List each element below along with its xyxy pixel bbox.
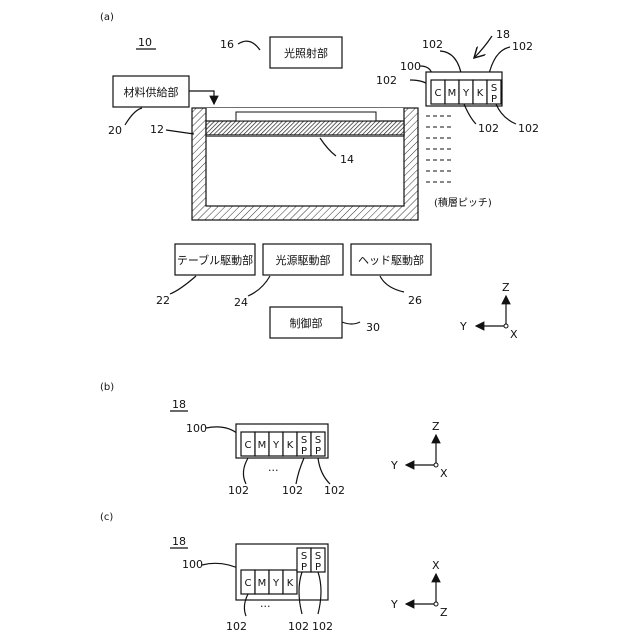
head-b-leader-2 xyxy=(296,458,304,484)
head-c-cell-s1: S xyxy=(301,551,307,562)
axes-a: Z Y X xyxy=(459,281,518,341)
head-c-ref: 18 xyxy=(172,535,186,548)
head-c-body-ref: 100 xyxy=(182,558,203,571)
head-c-cell-y: Y xyxy=(272,578,280,589)
panel-b: (b) 18 100 C M Y K S P S P 102 ··· 102 1… xyxy=(100,382,448,497)
head-c-cell-c: C xyxy=(245,578,252,589)
head-a-cell-y: Y xyxy=(462,88,470,99)
head-c-cell-s2: S xyxy=(315,551,321,562)
head-c-cell-p2: P xyxy=(315,562,321,573)
light-drive-ref: 24 xyxy=(234,296,248,309)
head-drive-leader xyxy=(380,276,404,292)
tank-ref: 12 xyxy=(150,123,164,136)
light-unit-label: 光照射部 xyxy=(284,46,328,60)
head-a-cells: C M Y K S P xyxy=(431,80,501,105)
panel-c: (c) 18 100 C M Y K S P S P 102 ··· 102 1… xyxy=(100,512,448,633)
head-a-nozzle-ref-1: 102 xyxy=(422,38,443,51)
panel-c-label: (c) xyxy=(100,512,113,523)
light-unit-leader xyxy=(238,41,260,50)
head-a-nozzle-ref-4: 102 xyxy=(478,122,499,135)
head-b-nozzle-ref-3: 102 xyxy=(324,484,345,497)
control-label: 制御部 xyxy=(290,316,323,330)
head-a-bottom-leader-1 xyxy=(464,104,476,124)
panel-a: (a) 10 16 光照射部 材料供給部 20 12 14 xyxy=(100,12,539,341)
head-drive-ref: 26 xyxy=(408,294,422,307)
table-drive-label: テーブル駆動部 xyxy=(177,253,253,267)
layer-ref: 14 xyxy=(340,153,354,166)
head-a-body-ref: 100 xyxy=(400,60,421,73)
device-ref: 10 xyxy=(138,36,152,49)
head-b-cell-y: Y xyxy=(272,440,280,451)
head-a-nozzle-ref-2: 102 xyxy=(512,40,533,53)
control-leader xyxy=(342,322,360,324)
head-b-cell-m: M xyxy=(258,440,267,451)
head-b-cells: C M Y K S P S P xyxy=(241,432,325,457)
head-a-bottom-leader-2 xyxy=(496,104,516,124)
head-c-nozzle-ref-3: 102 xyxy=(312,620,333,633)
axes-b: Z Y X xyxy=(390,420,448,480)
material-unit-ref: 20 xyxy=(108,124,122,137)
material-unit-leader xyxy=(125,108,142,125)
head-c-cell-p1: P xyxy=(301,562,307,573)
head-b-body-ref: 100 xyxy=(186,422,207,435)
head-b-cell-k: K xyxy=(287,440,294,451)
layer-pitch-label: (積層ピッチ) xyxy=(434,196,492,209)
head-b-leader-3 xyxy=(318,458,330,484)
control-ref: 30 xyxy=(366,321,380,334)
head-b-ref: 18 xyxy=(172,398,186,411)
axis-b-up: Z xyxy=(432,420,440,433)
axis-c-up: X xyxy=(432,559,440,572)
head-b-leader-1 xyxy=(243,458,248,484)
head-c-cell-m: M xyxy=(258,578,267,589)
head-b-nozzle-ref-2: 102 xyxy=(282,484,303,497)
layer-pitch-marks xyxy=(426,116,454,182)
head-a-cell-m: M xyxy=(448,88,457,99)
head-a-cell-k: K xyxy=(477,88,484,99)
panel-b-label: (b) xyxy=(100,382,114,393)
tank-leader xyxy=(166,130,194,134)
head-b-ellipsis: ··· xyxy=(268,464,279,477)
head-b-cell-s2: S xyxy=(315,435,321,446)
light-unit-ref: 16 xyxy=(220,38,234,51)
build-table xyxy=(236,112,376,121)
head-c-ellipsis: ··· xyxy=(260,600,271,613)
head-a-cell-c: C xyxy=(435,88,442,99)
axis-a-left: Y xyxy=(459,320,467,333)
axes-c: X Y Z xyxy=(390,559,448,619)
light-drive-leader xyxy=(248,276,270,296)
tank-cavity xyxy=(206,136,404,206)
head-b-cell-p2: P xyxy=(315,446,321,457)
head-a-nozzle-ref-5: 102 xyxy=(518,122,539,135)
material-supply-arrow xyxy=(189,91,214,104)
panel-a-label: (a) xyxy=(100,12,114,23)
head-a-ref: 18 xyxy=(496,28,510,41)
table-drive-leader xyxy=(170,276,196,294)
head-b-nozzle-ref-1: 102 xyxy=(228,484,249,497)
head-a-ref-arrow xyxy=(474,36,492,58)
head-b-cell-s1: S xyxy=(301,435,307,446)
head-b-cell-p1: P xyxy=(301,446,307,457)
axis-b-center: X xyxy=(440,467,448,480)
table-drive-ref: 22 xyxy=(156,294,170,307)
head-a-cell-p: P xyxy=(491,94,497,105)
light-drive-label: 光源駆動部 xyxy=(276,253,331,267)
head-c-nozzle-ref-1: 102 xyxy=(226,620,247,633)
head-a-cell-s: S xyxy=(491,83,497,94)
axis-a-center: X xyxy=(510,328,518,341)
material-layer xyxy=(206,121,404,135)
axis-c-left: Y xyxy=(390,598,398,611)
head-drive-label: ヘッド駆動部 xyxy=(358,253,424,267)
axis-c-center: Z xyxy=(440,606,448,619)
head-b-body-leader xyxy=(206,427,238,434)
head-c-cell-k: K xyxy=(287,578,294,589)
head-c-nozzle-ref-2: 102 xyxy=(288,620,309,633)
axis-a-up: Z xyxy=(502,281,510,294)
axis-b-left: Y xyxy=(390,459,398,472)
material-unit-label: 材料供給部 xyxy=(124,85,179,99)
head-b-cell-c: C xyxy=(245,440,252,451)
head-a-nozzle-ref-3: 102 xyxy=(376,74,397,87)
